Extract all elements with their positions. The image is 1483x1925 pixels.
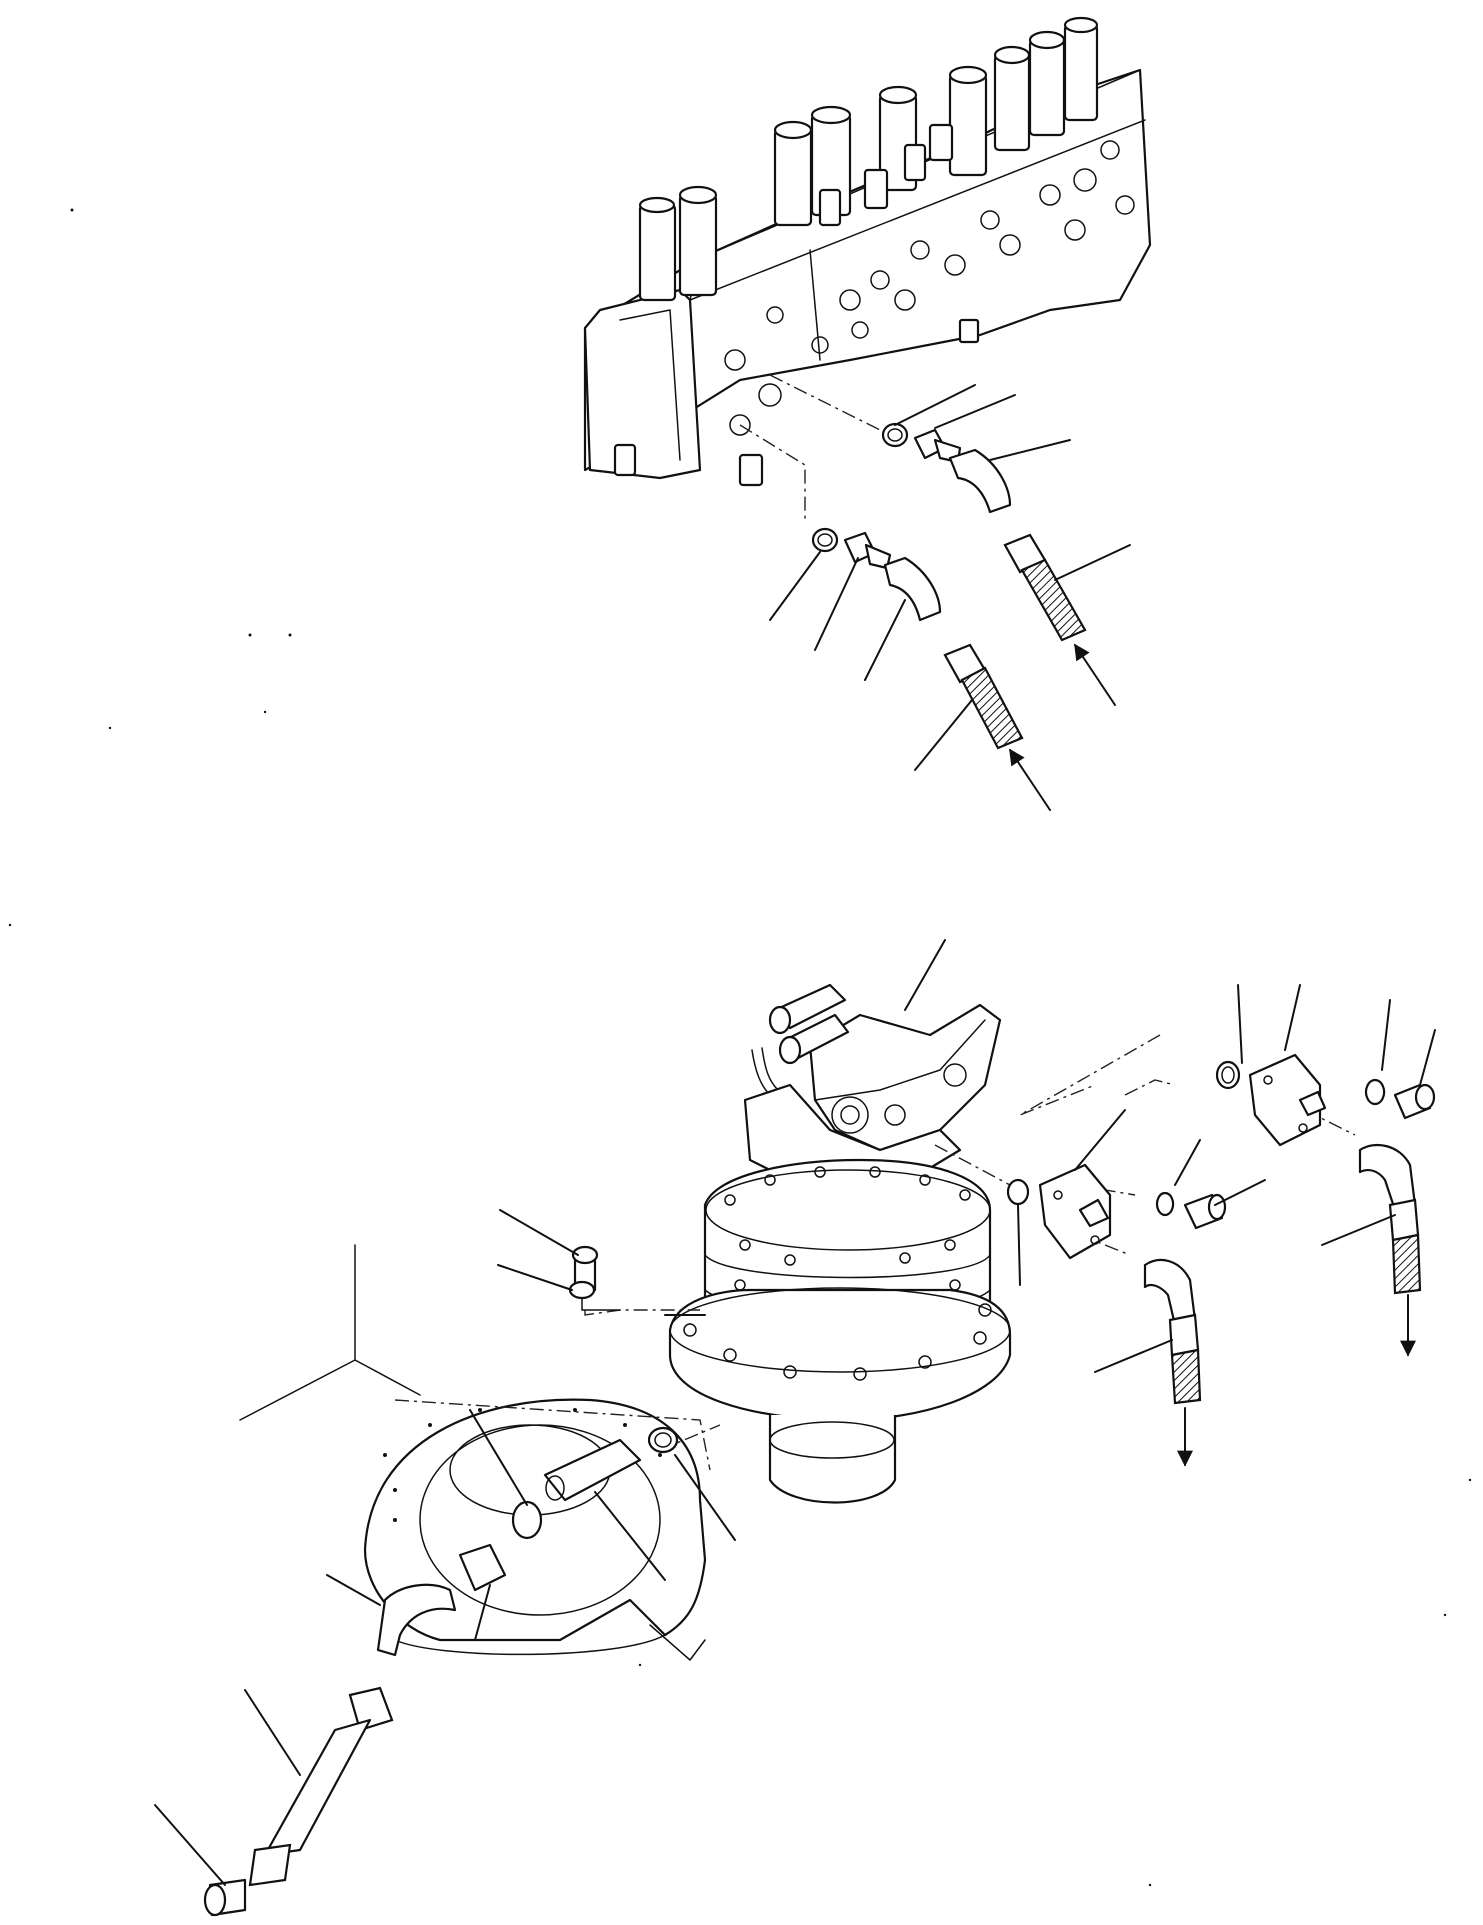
swing-motor [668,983,1012,1504]
hose [1020,558,1087,642]
washer [568,1280,596,1300]
housing-port-fitting [203,1426,679,1917]
flange-bolt-holes [683,1303,992,1381]
o-ring [881,422,909,448]
hose [263,1718,372,1857]
elbow [883,556,942,622]
valve-ports [724,140,1135,436]
frame-line [239,1244,356,1421]
valve-fitting-upper [881,422,1087,642]
adapter [458,1543,507,1592]
leader-lines-valve [769,384,1131,811]
valve-spool [773,105,852,227]
elbow [948,448,1012,514]
split-flange [1038,1163,1112,1260]
mount-bolt [568,1245,621,1311]
elbow [376,1583,457,1657]
motor-port-upper [1215,1053,1436,1295]
hose-elbow [1143,1258,1197,1327]
o-ring [811,527,839,553]
valve-spool [638,185,718,302]
hose-nut [348,1686,394,1732]
split-flange [1248,1053,1322,1147]
valve-spool [993,16,1099,152]
hose [1170,1348,1202,1405]
control-valve-block [583,16,1152,487]
hose-elbow [1358,1143,1417,1212]
o-ring [511,1500,543,1540]
leader-lines-motor [154,939,1436,1886]
o-ring [647,1426,679,1454]
valve-fitting-lower [811,527,1024,750]
hose [960,666,1024,750]
adapter [543,1438,642,1502]
o-ring [1215,1060,1241,1090]
washer [1155,1191,1175,1217]
washer [1364,1078,1386,1106]
motor-port-lower [1006,1163,1227,1405]
o-ring [1006,1178,1030,1206]
hose [1391,1233,1422,1295]
